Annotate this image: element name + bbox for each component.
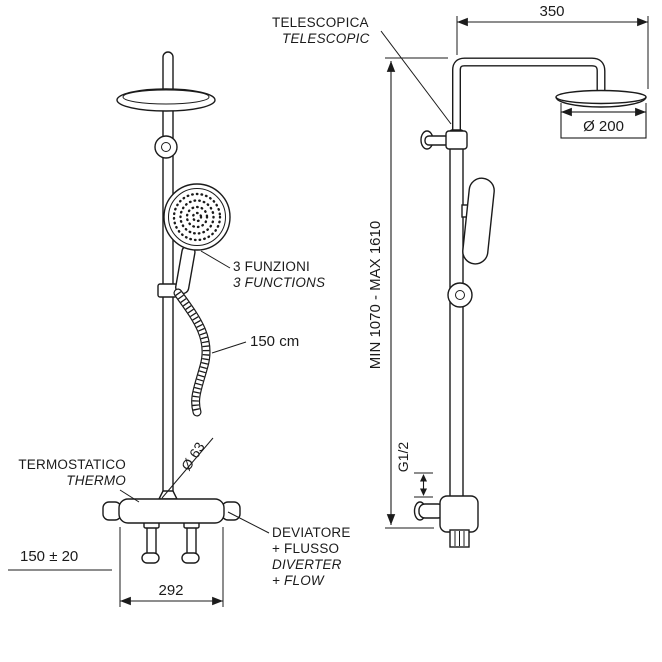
label-thermostatic: TERMOSTATICO THERMO <box>18 457 140 503</box>
valve-side <box>413 495 479 548</box>
dimension-height-range: MIN 1070 - MAX 1610 <box>367 57 448 529</box>
diverter-label-it2: + FLUSSO <box>272 541 339 556</box>
valve-body <box>118 498 225 524</box>
riser-pipe <box>162 51 174 506</box>
telescopic-label-en: TELESCOPIC <box>282 31 370 46</box>
arm-reach-value: 350 <box>539 3 564 20</box>
head-clamp <box>154 135 178 159</box>
leader-thermostatic <box>119 489 140 503</box>
label-telescopic: TELESCOPICA TELESCOPIC <box>272 15 452 125</box>
valve-width-value: 292 <box>158 582 183 599</box>
hose-length-value: 150 cm <box>250 333 299 350</box>
thread-size-value: G1/2 <box>395 442 411 473</box>
valve-body-side <box>439 495 479 533</box>
front-view <box>102 51 241 564</box>
diverter-label-en1: DIVERTER <box>272 557 342 572</box>
diverter-label-it1: DEVIATORE <box>272 525 351 540</box>
leader-hose <box>211 341 247 354</box>
supply-distance-value: 150 ± 20 <box>20 548 78 565</box>
supply-legs <box>141 520 200 564</box>
dimension-valve-width: 292 <box>119 527 224 607</box>
rosette-diameter-value: Ø 63 <box>178 439 208 473</box>
height-range-value: MIN 1070 - MAX 1610 <box>367 221 384 369</box>
hand-shower-handle <box>175 245 196 295</box>
telescopic-label-it: TELESCOPICA <box>272 15 369 30</box>
functions-label-it: 3 FUNZIONI <box>233 259 310 274</box>
label-hose-length: 150 cm <box>211 333 299 354</box>
slider-knob <box>447 282 473 308</box>
leader-functions <box>200 250 231 269</box>
side-view <box>413 57 647 548</box>
leader-diverter <box>227 511 270 534</box>
escutcheon <box>157 490 179 500</box>
locking-collar <box>420 130 468 150</box>
thermostatic-valve <box>102 490 241 524</box>
flexible-hose <box>173 288 211 417</box>
dimension-thread-size: G1/2 <box>395 442 433 498</box>
dimension-arm-reach: 350 <box>456 3 649 89</box>
dimension-box <box>560 111 647 139</box>
hand-shower-face <box>163 183 231 251</box>
thermostatic-label-en: THERMO <box>66 473 126 488</box>
dimension-head-diameter: Ø 200 <box>560 103 647 139</box>
overhead-shower-side <box>555 89 647 108</box>
label-diverter: DEVIATORE + FLUSSO DIVERTER + FLOW <box>227 511 351 588</box>
thermostatic-label-it: TERMOSTATICO <box>18 457 126 472</box>
diverter-label-en2: + FLOW <box>272 573 325 588</box>
hand-shower-side <box>461 177 495 265</box>
label-functions: 3 FUNZIONI 3 FUNCTIONS <box>200 250 325 290</box>
dimension-supply-distance: 150 ± 20 <box>8 548 112 571</box>
leader-telescopic <box>380 30 452 125</box>
head-diameter-value: Ø 200 <box>583 118 624 135</box>
overhead-shower-front <box>116 88 216 112</box>
functions-label-en: 3 FUNCTIONS <box>233 275 325 290</box>
telescopic-arm <box>452 57 606 136</box>
outer-pipe <box>449 129 464 507</box>
